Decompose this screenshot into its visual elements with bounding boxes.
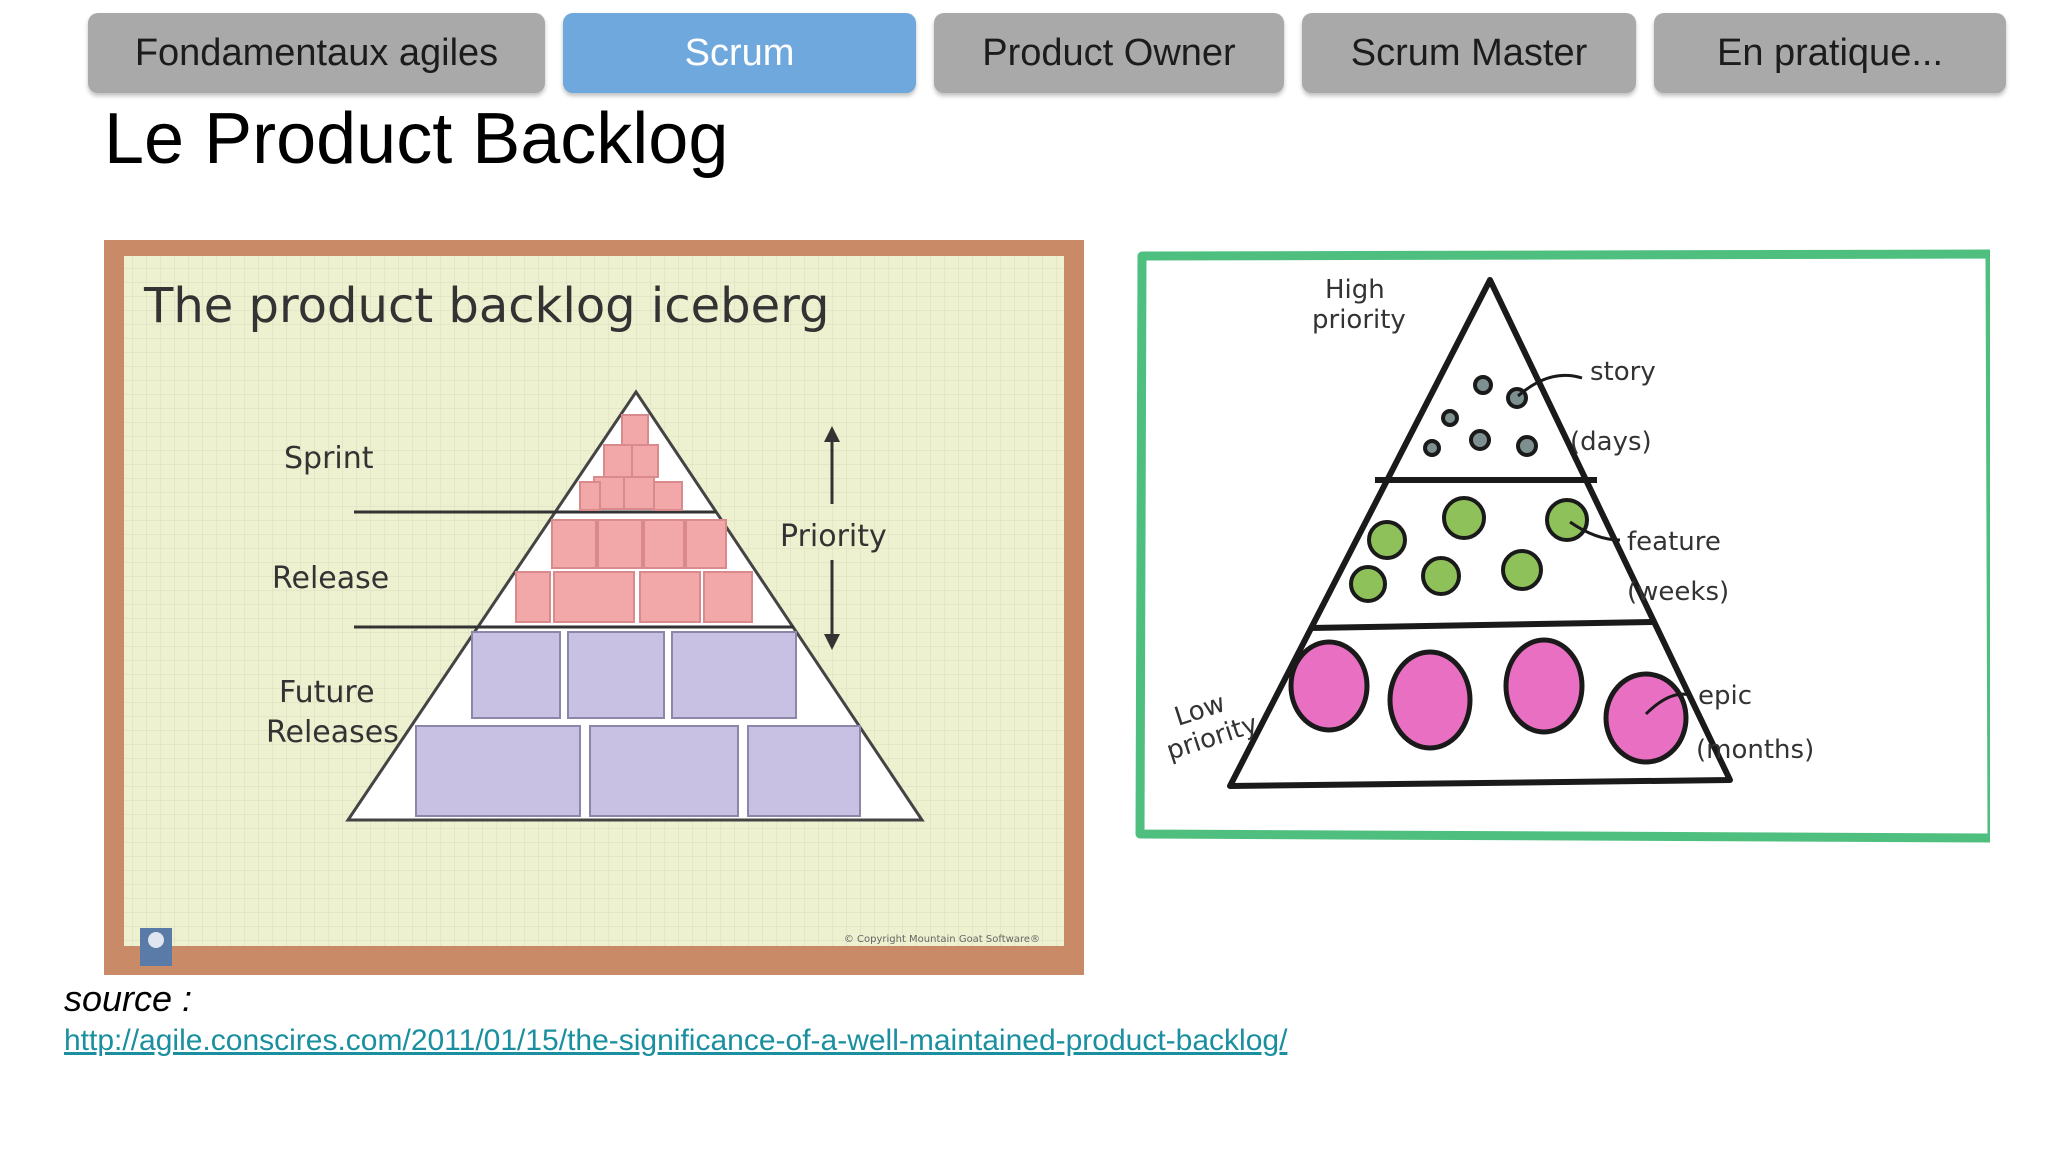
- slide-title: Le Product Backlog: [104, 99, 729, 179]
- sprint-label: Sprint: [284, 441, 374, 476]
- priority-arrow: [824, 426, 840, 650]
- tab-en-pratique[interactable]: En pratique...: [1654, 13, 2006, 93]
- source-label: source :: [64, 978, 193, 1019]
- green-frame: [1135, 249, 1990, 843]
- days-label: (days): [1570, 427, 1652, 457]
- source-link[interactable]: http://agile.conscires.com/2011/01/15/th…: [64, 1024, 1288, 1057]
- tab-product-owner[interactable]: Product Owner: [934, 13, 1284, 93]
- epic-label: epic: [1698, 681, 1752, 711]
- high-priority-label-2: priority: [1312, 305, 1406, 335]
- future-label-line1: Future: [279, 675, 375, 710]
- tab-scrum-master[interactable]: Scrum Master: [1302, 13, 1636, 93]
- backlog-pyramid-sketch: High priority story (days) feature (week…: [1130, 240, 1990, 850]
- tab-fondamentaux-agiles[interactable]: Fondamentaux agiles: [88, 13, 545, 93]
- feature-label: feature: [1627, 527, 1721, 557]
- tab-scrum[interactable]: Scrum: [563, 13, 916, 93]
- iceberg-heading: The product backlog iceberg: [143, 278, 830, 334]
- release-label: Release: [272, 561, 389, 596]
- backlog-iceberg-image: The product backlog iceberg Sprint Relea…: [104, 240, 1084, 975]
- sketch-pyramid: [1227, 277, 1733, 789]
- weeks-label: (weeks): [1627, 577, 1729, 607]
- future-release-blocks: [415, 631, 861, 817]
- release-blocks: [515, 519, 753, 623]
- sprint-blocks: [579, 414, 683, 511]
- logo-icon: [140, 928, 172, 966]
- feature-epic-divider: [1309, 619, 1655, 631]
- story-label: story: [1590, 357, 1656, 387]
- copyright-text: © Copyright Mountain Goat Software®: [844, 934, 1040, 945]
- tab-bar: Fondamentaux agiles Scrum Product Owner …: [88, 13, 2008, 95]
- epic-dots: [1288, 637, 1689, 765]
- months-label: (months): [1696, 735, 1814, 765]
- high-priority-label-1: High: [1325, 275, 1385, 305]
- future-label-line2: Releases: [266, 715, 399, 750]
- priority-label: Priority: [780, 519, 887, 554]
- feature-dots: [1349, 496, 1589, 603]
